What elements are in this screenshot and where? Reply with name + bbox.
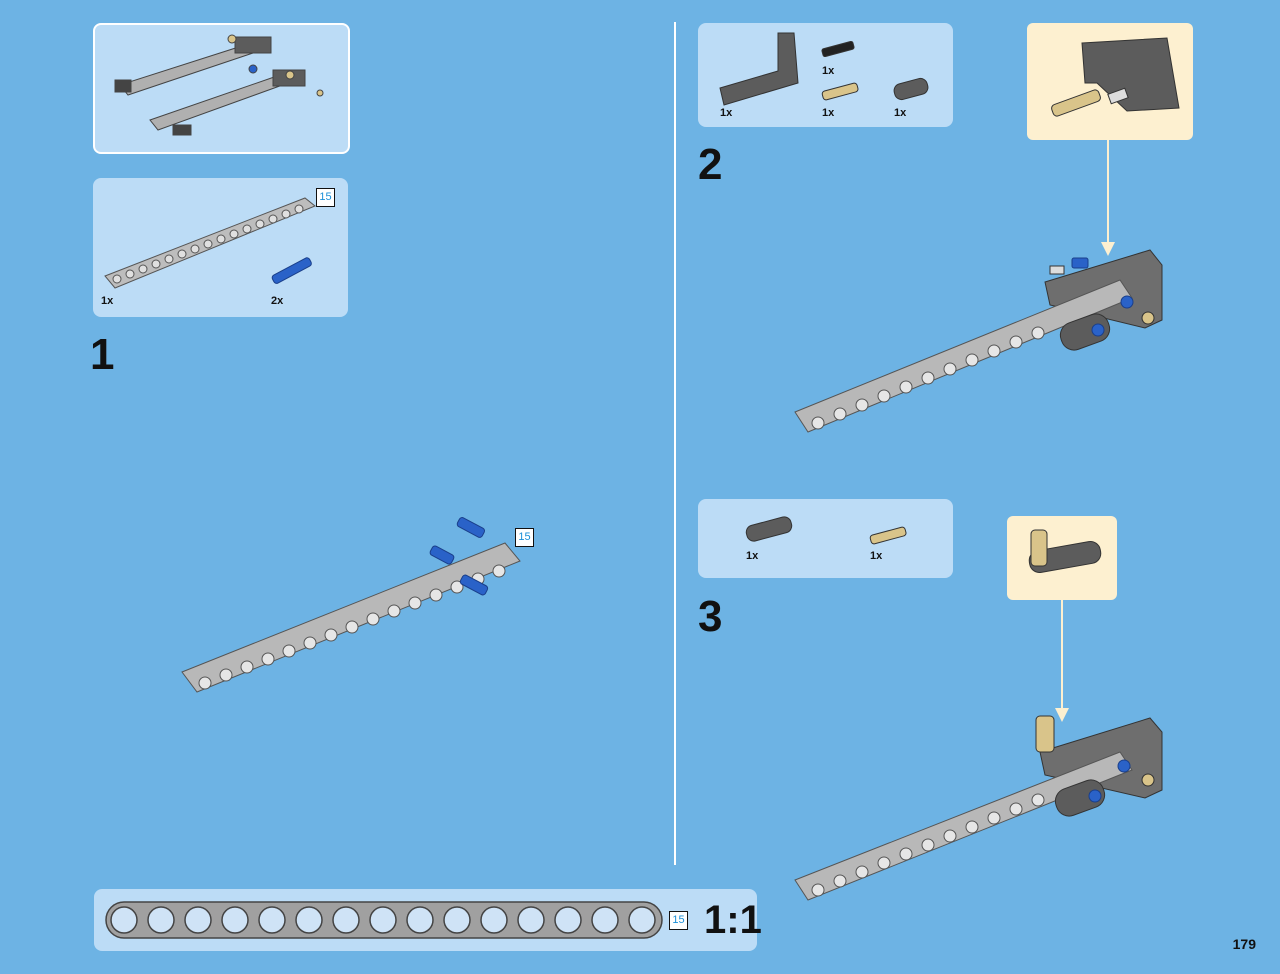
- parts-panel-step1: 1x 2x 15: [93, 178, 348, 317]
- part-quantity-label: 1x: [720, 107, 733, 119]
- blue-pin-part-image: [271, 257, 312, 284]
- parts-panel-step2: 1x 1x 1x 1x: [698, 23, 953, 127]
- step3-callout: [1007, 516, 1117, 600]
- part-quantity-label: 1x: [894, 107, 907, 119]
- pin-quantity-label: 2x: [271, 295, 284, 307]
- subassembly-preview-panel: [93, 23, 350, 154]
- step3-parts-images: [745, 516, 907, 545]
- part-quantity-label: 1x: [870, 550, 883, 562]
- part-quantity-label: 1x: [746, 550, 759, 562]
- part-quantity-label: 1x: [822, 65, 835, 77]
- step2-parts-images: [719, 32, 929, 106]
- length-badge: 15: [316, 188, 335, 207]
- part-quantity-label: 1x: [822, 107, 835, 119]
- scale-bar-panel: 15 1:1: [94, 889, 762, 951]
- beam-15-part-image: [104, 197, 316, 289]
- step-number-1: 1: [90, 330, 115, 379]
- page-number: 179: [1232, 936, 1256, 952]
- model-length-badge: 15: [515, 528, 534, 547]
- scale-length-badge: 15: [669, 911, 688, 930]
- step2-callout-image: [1051, 37, 1180, 117]
- step3-callout-image: [1028, 529, 1102, 573]
- beam-quantity-label: 1x: [101, 295, 114, 307]
- step2-callout: [1027, 23, 1193, 140]
- column-divider: [674, 22, 676, 865]
- step-number-2: 2: [698, 140, 723, 189]
- scale-ratio-label: 1:1: [704, 898, 762, 942]
- step-number-3: 3: [698, 592, 723, 641]
- parts-panel-step3: 1x 1x: [698, 499, 953, 578]
- subassembly-preview-image: [114, 34, 324, 136]
- scale-beam-image: [105, 901, 663, 939]
